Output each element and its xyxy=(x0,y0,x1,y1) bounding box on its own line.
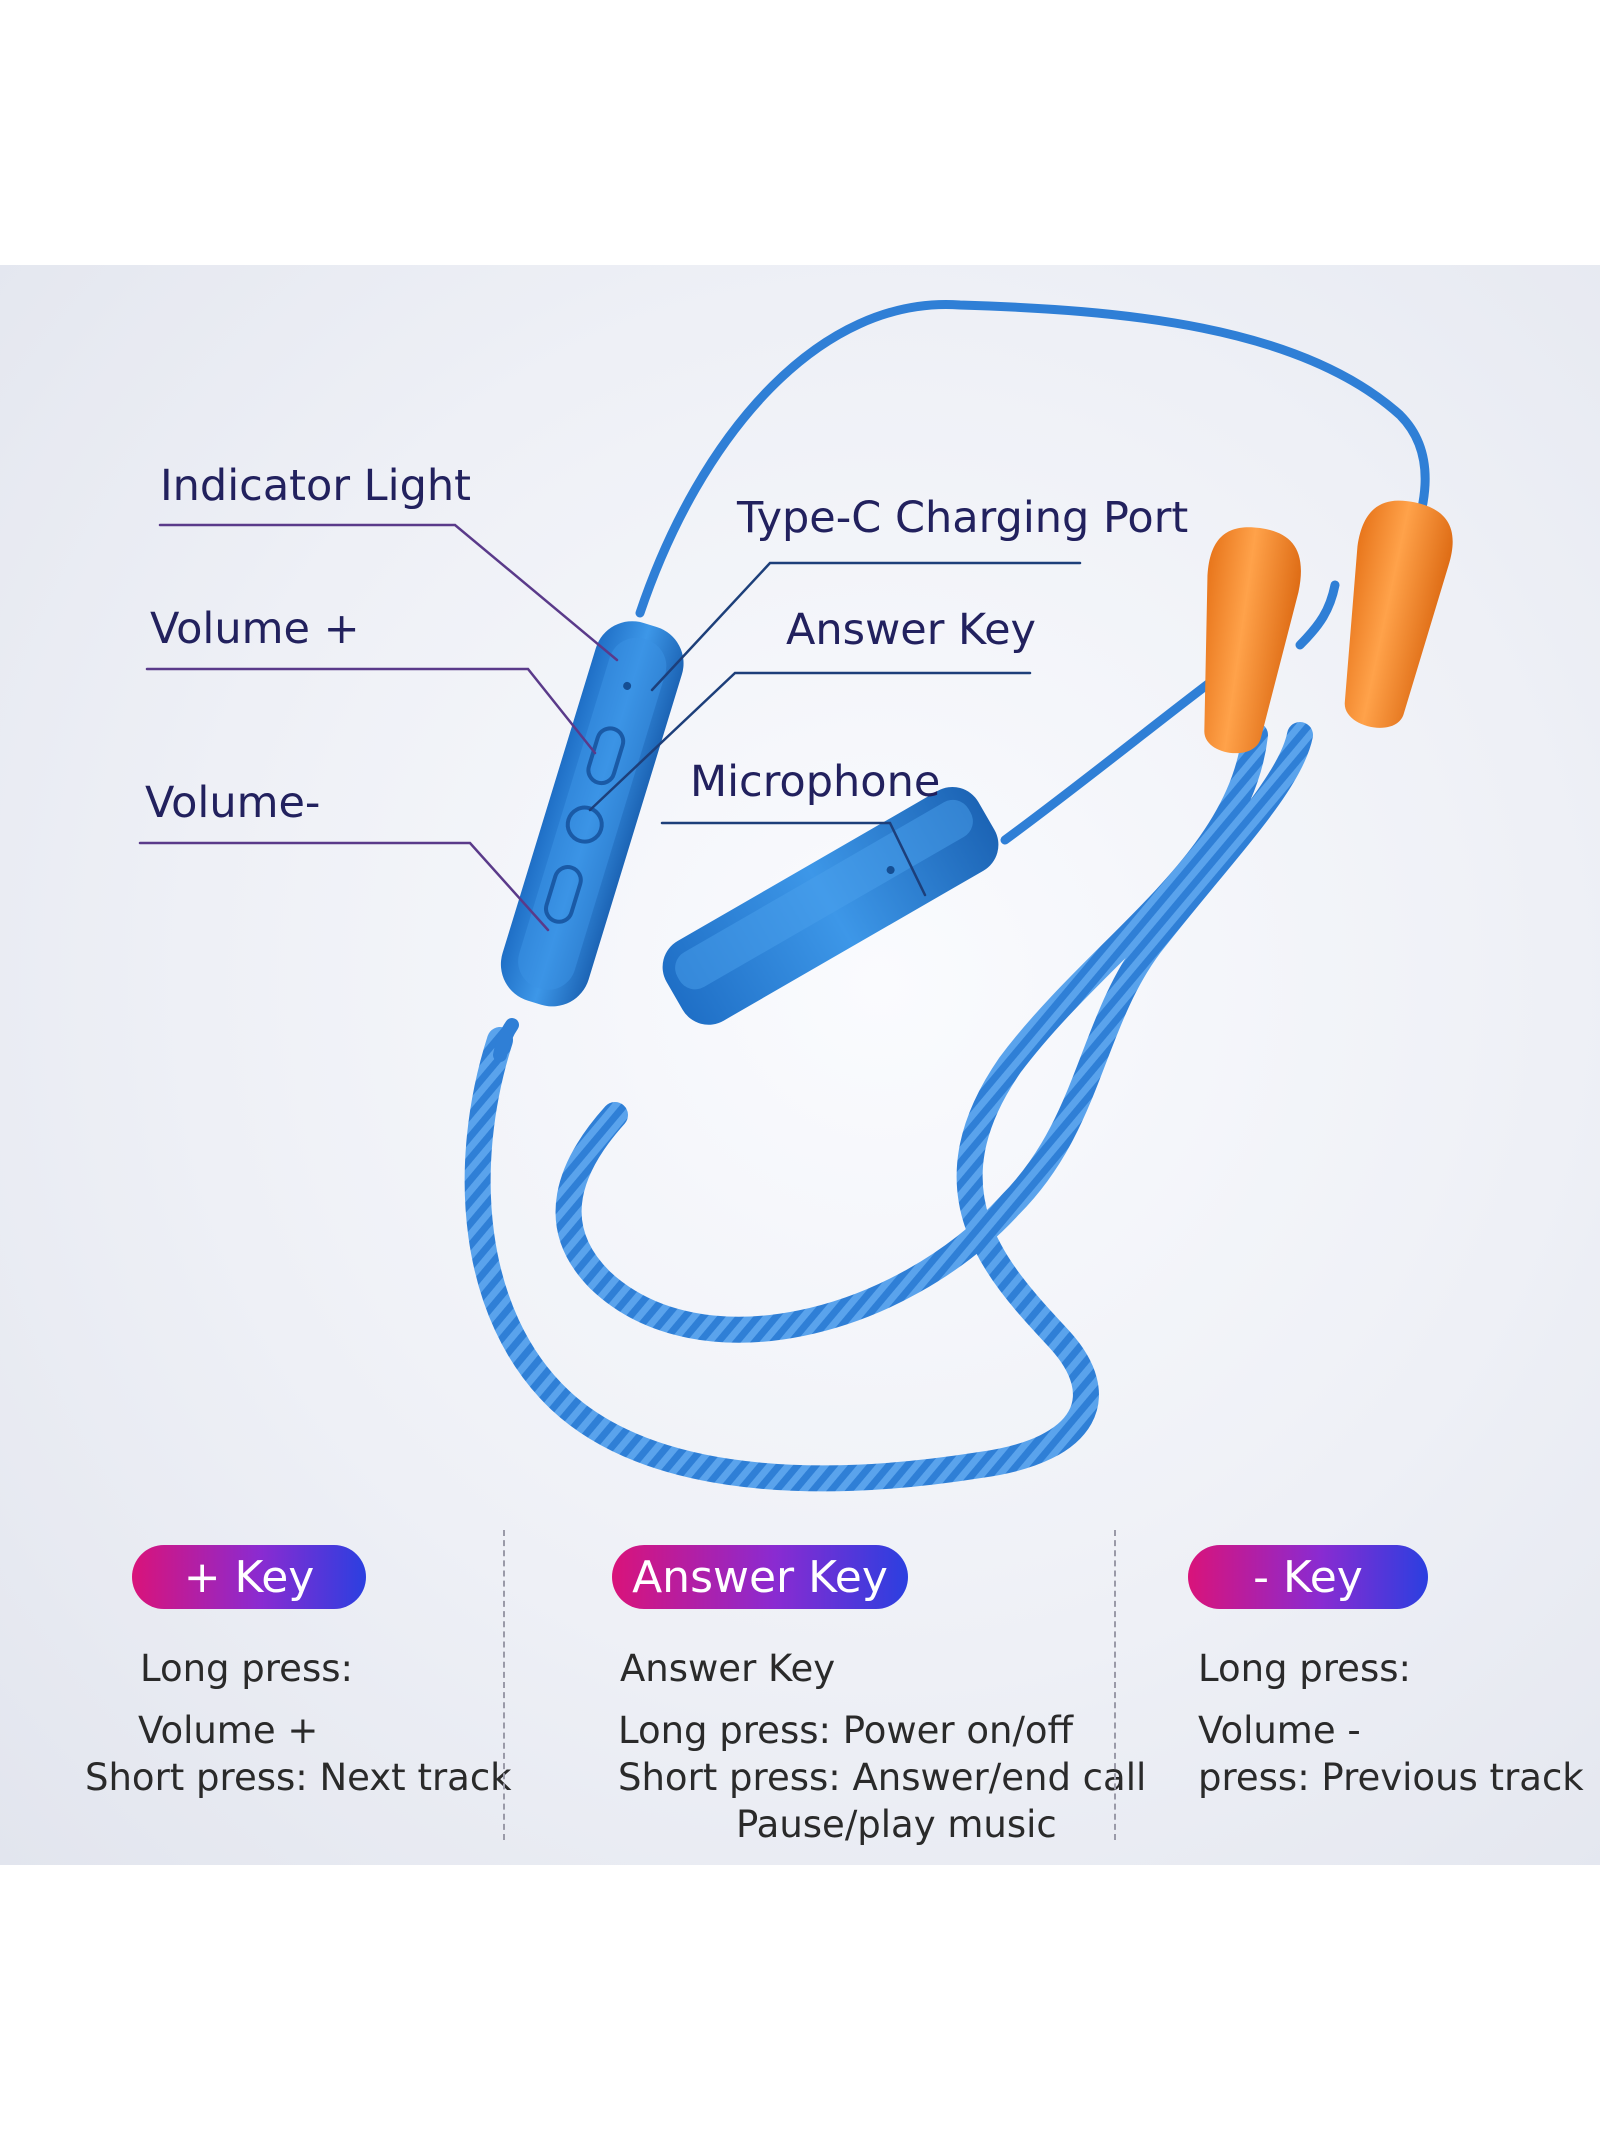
label-volume-minus: Volume- xyxy=(145,778,321,828)
plus-key-line-1: Long press: xyxy=(140,1647,353,1690)
product-panel: Indicator Light Volume + Volume- Type-C … xyxy=(0,265,1600,1865)
label-type-c-port: Type-C Charging Port xyxy=(737,493,1189,543)
label-microphone: Microphone xyxy=(690,757,941,807)
microphone-hole xyxy=(886,866,895,874)
minus-key-line-3: press: Previous track xyxy=(1198,1756,1584,1799)
indicator-dot xyxy=(623,681,632,690)
section-divider-2 xyxy=(1114,1530,1116,1840)
braided-cable-left xyxy=(464,722,1268,1492)
minus-key-line-2: Volume - xyxy=(1198,1709,1361,1752)
plug-cable-right xyxy=(1295,580,1340,650)
answer-key-line-1: Answer Key xyxy=(620,1647,836,1690)
plus-key-badge: + Key xyxy=(132,1545,366,1609)
earplug-left xyxy=(1204,527,1301,754)
callout-lines xyxy=(138,523,1082,932)
earplug-right xyxy=(1344,500,1453,728)
braided-cable-right xyxy=(555,722,1313,1343)
plus-key-line-2: Volume + xyxy=(138,1709,319,1752)
answer-key-line-4: Pause/play music xyxy=(736,1803,1057,1846)
answer-key-line-3: Short press: Answer/end call xyxy=(618,1756,1147,1799)
answer-button xyxy=(565,805,604,844)
leader-volume-plus xyxy=(145,667,597,755)
label-volume-plus: Volume + xyxy=(150,604,360,654)
leader-microphone xyxy=(660,821,927,897)
minus-key-badge: - Key xyxy=(1188,1545,1428,1609)
volume-minus-button xyxy=(544,865,583,924)
mic-cable xyxy=(1000,670,1225,845)
plus-key-line-3: Short press: Next track xyxy=(85,1756,512,1799)
leader-type-c xyxy=(650,561,1082,692)
leader-indicator-light xyxy=(158,523,619,662)
neck-cable xyxy=(635,300,1430,618)
earphone-illustration xyxy=(138,300,1453,1492)
control-remote xyxy=(500,621,684,1007)
leader-answer-key xyxy=(588,671,1032,812)
label-indicator-light: Indicator Light xyxy=(160,461,471,511)
answer-key-badge: Answer Key xyxy=(612,1545,908,1609)
minus-key-line-1: Long press: xyxy=(1198,1647,1411,1690)
answer-key-line-2: Long press: Power on/off xyxy=(618,1709,1074,1752)
leader-volume-minus xyxy=(138,841,550,932)
section-divider-1 xyxy=(503,1530,505,1840)
label-answer-key: Answer Key xyxy=(786,605,1037,655)
microphone-remote xyxy=(662,787,999,1025)
